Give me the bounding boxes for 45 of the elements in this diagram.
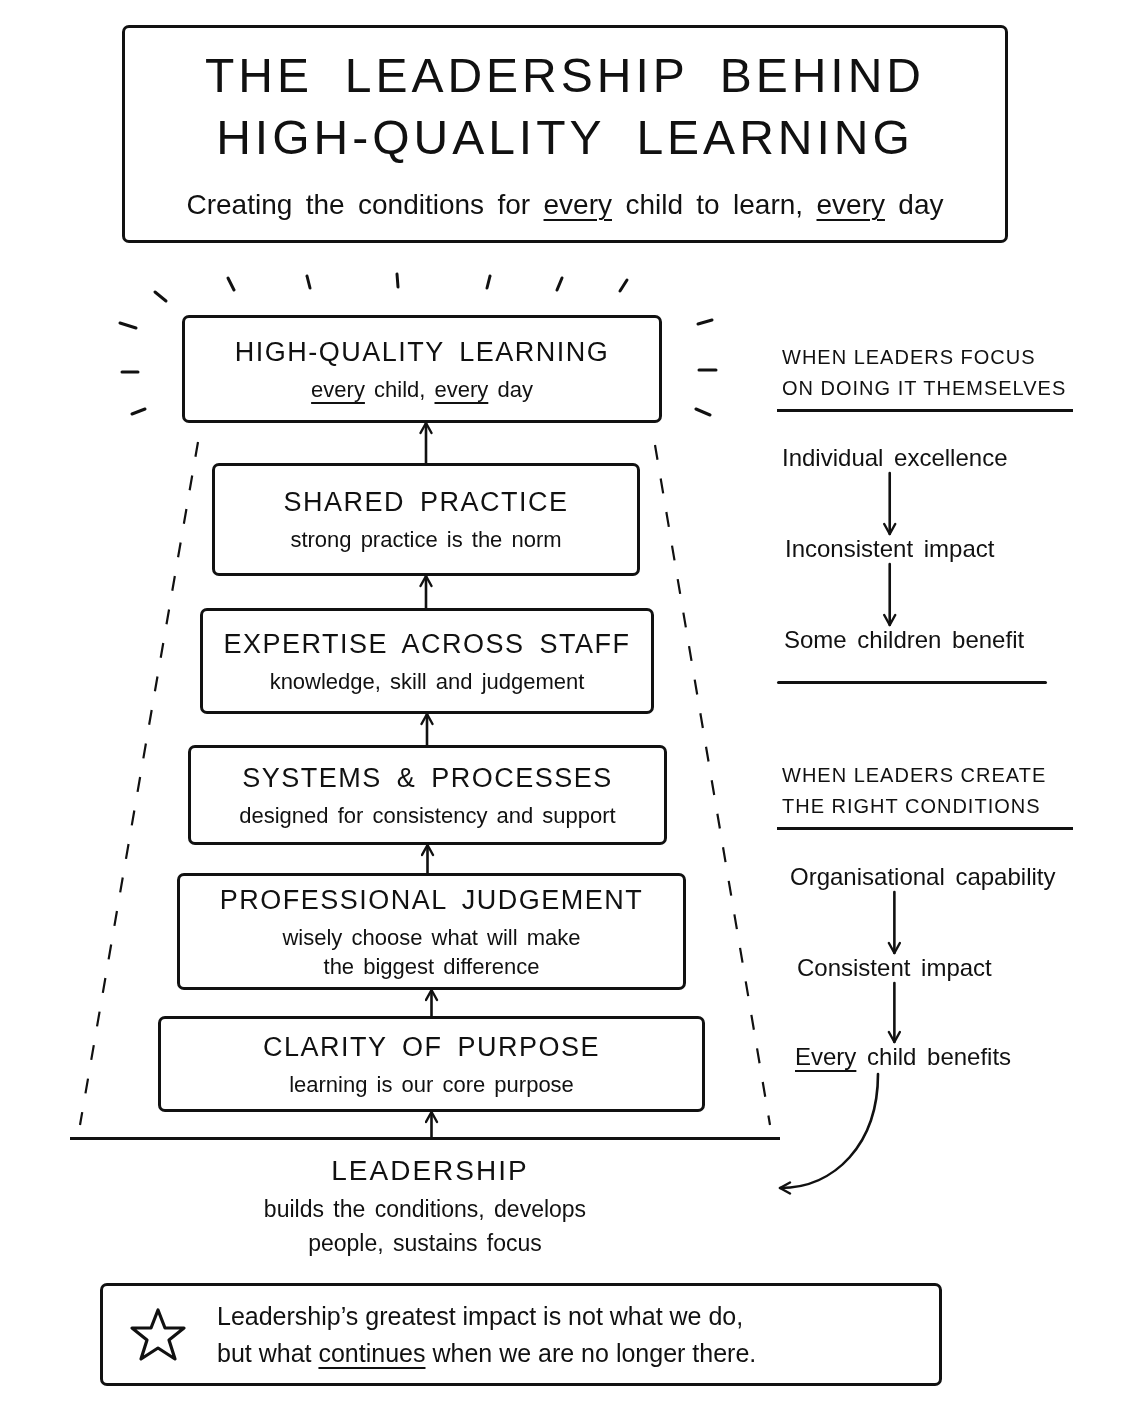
arrow xyxy=(420,712,434,747)
outcome-text: Inconsistent impact xyxy=(785,534,995,564)
quote-text: Leadership’s greatest impact is not what we do, but what continues when we are no longer there. xyxy=(217,1300,758,1369)
stage-description: strong practice is the norm xyxy=(290,526,562,554)
stage-title: SHARED PRACTICE xyxy=(283,486,569,519)
arrow xyxy=(887,890,902,955)
foundation-band xyxy=(70,1137,780,1259)
arrow xyxy=(419,421,433,465)
arrow xyxy=(883,562,897,627)
stage-description: designed for consistency and support xyxy=(239,801,616,830)
stage-box xyxy=(200,608,654,714)
stage-title: SYSTEMS & PROCESSES xyxy=(242,761,613,795)
outcome-text: Organisational capability xyxy=(790,862,1056,892)
stage-title: HIGH-QUALITY LEARNING xyxy=(234,335,610,369)
arrow xyxy=(424,988,439,1018)
title-text: THE LEADERSHIP BEHIND HIGH-QUALITY LEARNING xyxy=(203,48,927,166)
quote-box xyxy=(100,1283,942,1386)
stage-box xyxy=(177,873,686,990)
arrow xyxy=(887,981,902,1044)
outcome-text: Every child benefits xyxy=(795,1042,1012,1072)
arrow xyxy=(419,574,433,610)
outcome-text: Consistent impact xyxy=(797,953,992,983)
stage-title: PROFESSIONAL JUDGEMENT xyxy=(219,883,644,917)
foundation-title: LEADERSHIP xyxy=(330,1154,529,1188)
stage-description: learning is our core purpose xyxy=(289,1070,574,1099)
foundation-description: builds the conditions, develops people, sustains focus xyxy=(262,1195,588,1258)
stage-box xyxy=(212,463,640,576)
arrow xyxy=(778,1072,880,1194)
arrow xyxy=(424,1110,439,1139)
stage-title: CLARITY OF PURPOSE xyxy=(262,1030,601,1064)
title-banner xyxy=(122,25,1008,243)
stage-box xyxy=(188,745,667,845)
stage-description: knowledge, skill and judgement xyxy=(269,667,585,696)
subtitle-text: Creating the conditions for every child to learn, every day xyxy=(186,188,944,222)
arrow xyxy=(883,471,897,536)
outcome-text: Individual excellence xyxy=(782,443,1008,473)
stage-description: wisely choose what will make the biggest difference xyxy=(281,923,582,981)
stage-title: EXPERTISE ACROSS STAFF xyxy=(223,627,631,661)
arrow xyxy=(420,843,435,875)
stage-box xyxy=(182,315,662,423)
section-heading: WHEN LEADERS FOCUS ON DOING IT THEMSELVES xyxy=(777,342,1073,412)
section-heading: WHEN LEADERS CREATE THE RIGHT CONDITIONS xyxy=(777,760,1073,830)
stage-box xyxy=(158,1016,705,1112)
stage-description: every child, every day xyxy=(311,375,533,404)
outcome-text: Some children benefit xyxy=(784,625,1025,655)
